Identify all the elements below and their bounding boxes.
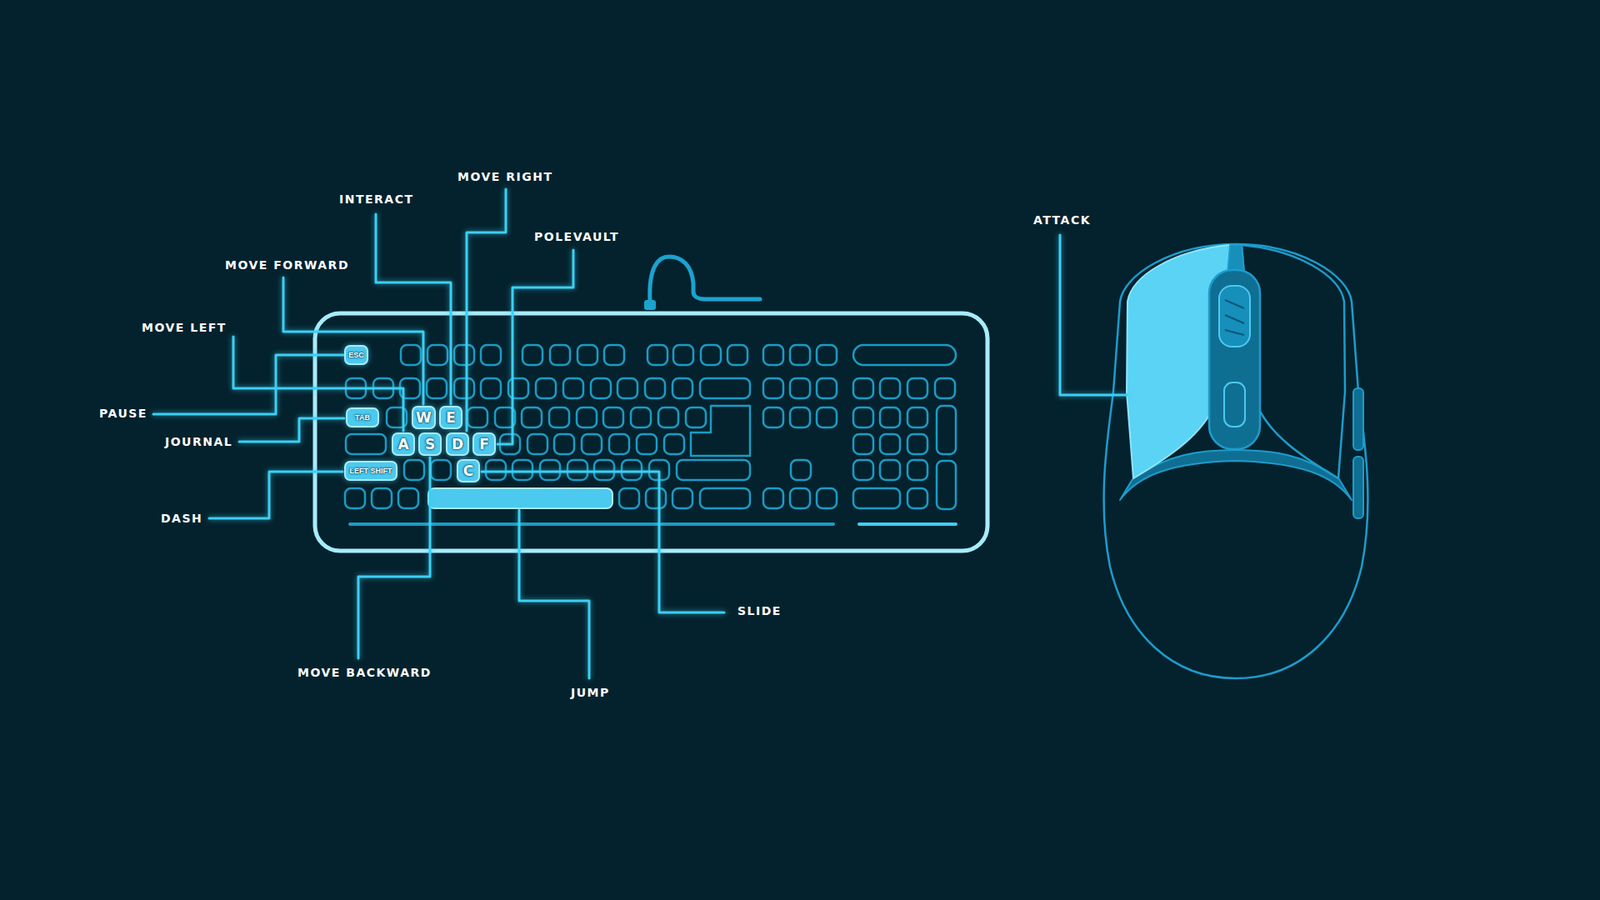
control-label: MOVE LEFT: [141, 320, 227, 335]
key-legend: E: [445, 410, 456, 425]
control-label: JOURNAL: [165, 434, 233, 450]
key-legend: F: [479, 437, 490, 452]
control-label: SLIDE: [737, 603, 782, 619]
key-cap: S: [418, 432, 442, 456]
key-legend: A: [397, 437, 409, 452]
leader-lines: [153, 189, 1128, 679]
cable-plug: [644, 300, 656, 310]
keyboard-cable: [650, 256, 760, 302]
keyboard-outline: [315, 313, 988, 551]
key-legend: TAB: [355, 414, 370, 422]
key-cap: F: [472, 432, 496, 456]
control-label: MOVE BACKWARD: [297, 665, 432, 680]
control-label: INTERACT: [339, 191, 414, 207]
key-legend: ESC: [348, 351, 365, 360]
mouse: [1104, 244, 1369, 679]
key-legend: W: [415, 410, 432, 425]
control-label: JUMP: [570, 685, 610, 700]
keyboard-keys: [345, 345, 956, 510]
key-legend: C: [463, 464, 474, 479]
key-cap: TAB: [345, 407, 380, 428]
control-label: MOVE FORWARD: [225, 257, 350, 273]
key-cap: LEFT SHIFT: [344, 460, 398, 481]
control-label: PAUSE: [99, 405, 148, 421]
control-label: ATTACK: [1033, 212, 1091, 228]
key-cap: E: [439, 405, 463, 430]
keyboard-trim: [350, 522, 834, 526]
key-legend: D: [451, 437, 464, 452]
control-label: DASH: [160, 510, 203, 526]
key-legend: S: [425, 437, 435, 452]
space-bar: [428, 488, 613, 509]
key-cap: C: [456, 459, 480, 483]
control-label: POLEVAULT: [534, 229, 620, 245]
keyboard-trim: [859, 522, 956, 526]
control-label: MOVE RIGHT: [457, 169, 553, 185]
key-cap: D: [445, 432, 470, 456]
key-cap: A: [391, 432, 415, 456]
key-legend: LEFT SHIFT: [350, 467, 393, 475]
key-cap: W: [411, 405, 436, 430]
key-cap: ESC: [344, 345, 369, 365]
